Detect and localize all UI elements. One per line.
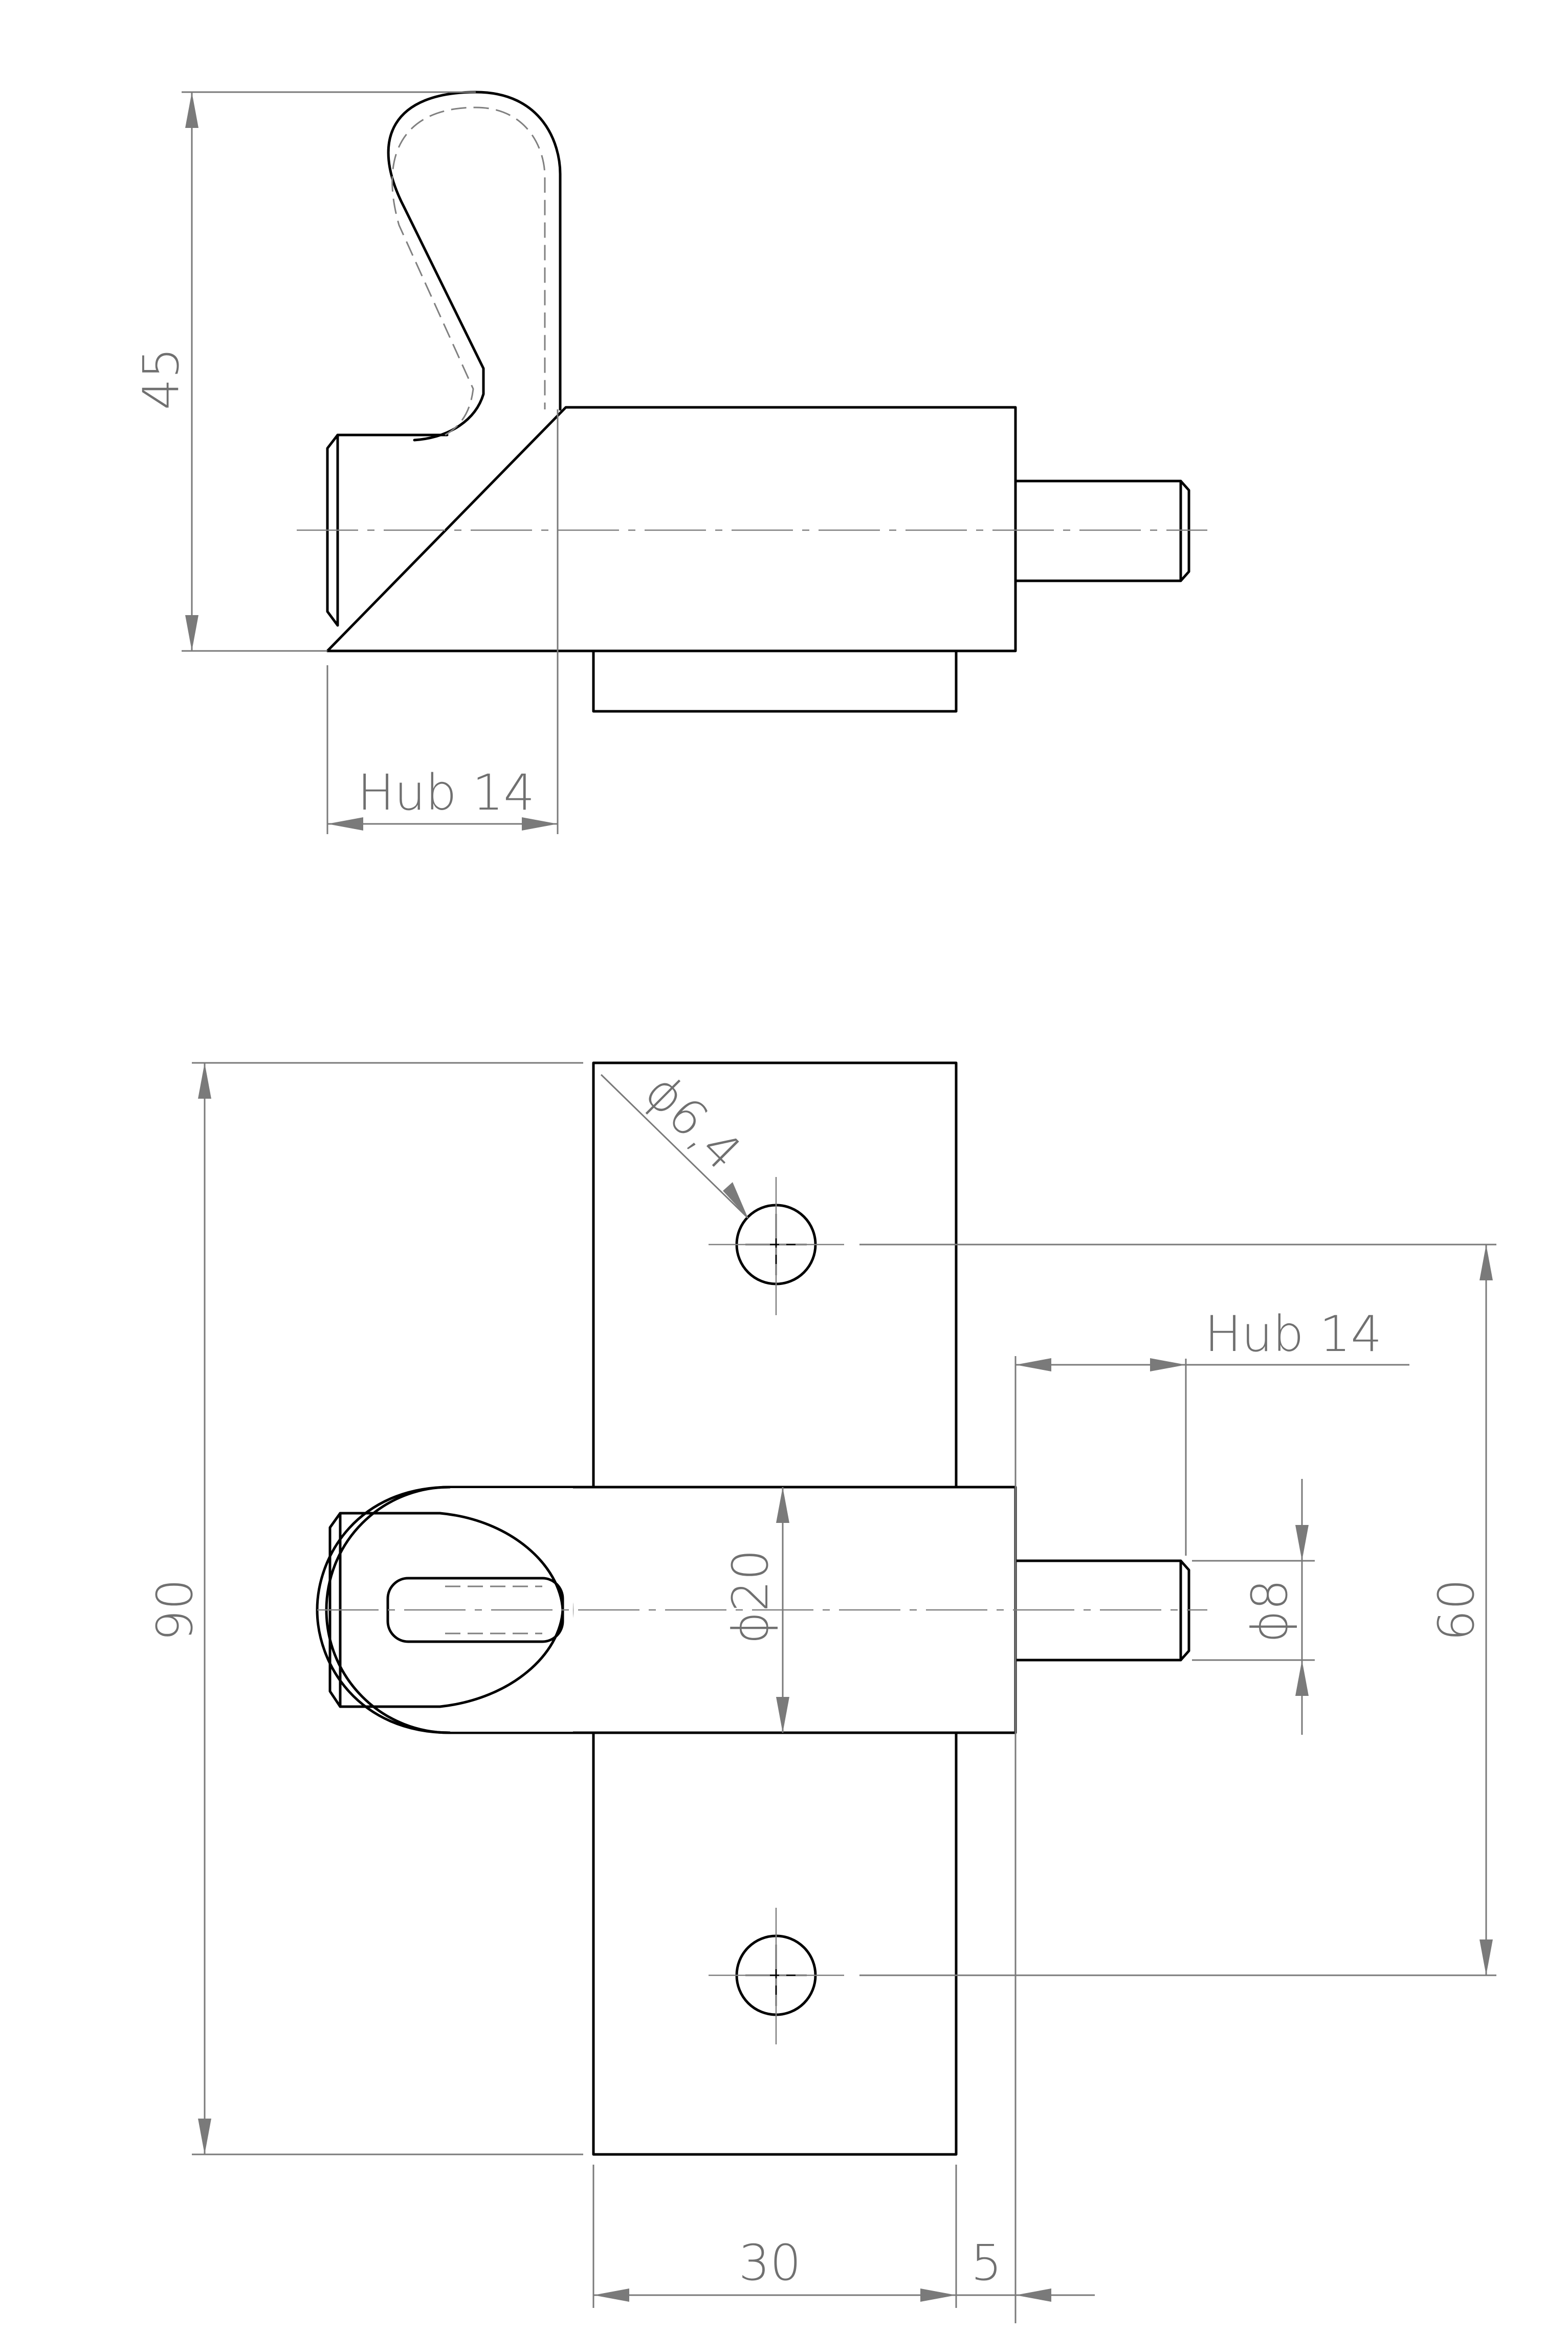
dim-side-height: 45: [132, 347, 190, 410]
dim-body-diameter: ϕ20: [722, 1549, 779, 1644]
side-pin: [1014, 479, 1190, 582]
dim-pin-diameter: ϕ8: [1241, 1579, 1298, 1643]
side-housing: [326, 406, 1017, 652]
dim-hole-spacing: 60: [1428, 1579, 1485, 1641]
dim-plate-width: 30: [739, 2234, 801, 2292]
dim-plate-height: 90: [146, 1579, 204, 1641]
dim-offset: 5: [970, 2234, 1002, 2292]
side-lever-inner: [391, 106, 546, 436]
side-view: 45 Hub 14: [132, 91, 1207, 834]
dim-front-stroke: Hub 14: [1205, 1305, 1382, 1363]
dim-hole-leader: [600, 1074, 749, 1219]
front-view: 90 ϕ6,4 Hub 14 ϕ20 ϕ8 60: [146, 1061, 1496, 2323]
side-bolt-cap: [326, 433, 449, 627]
side-plate: [592, 649, 958, 713]
dim-side-stroke: Hub 14: [358, 764, 535, 821]
side-lever: [387, 91, 562, 442]
